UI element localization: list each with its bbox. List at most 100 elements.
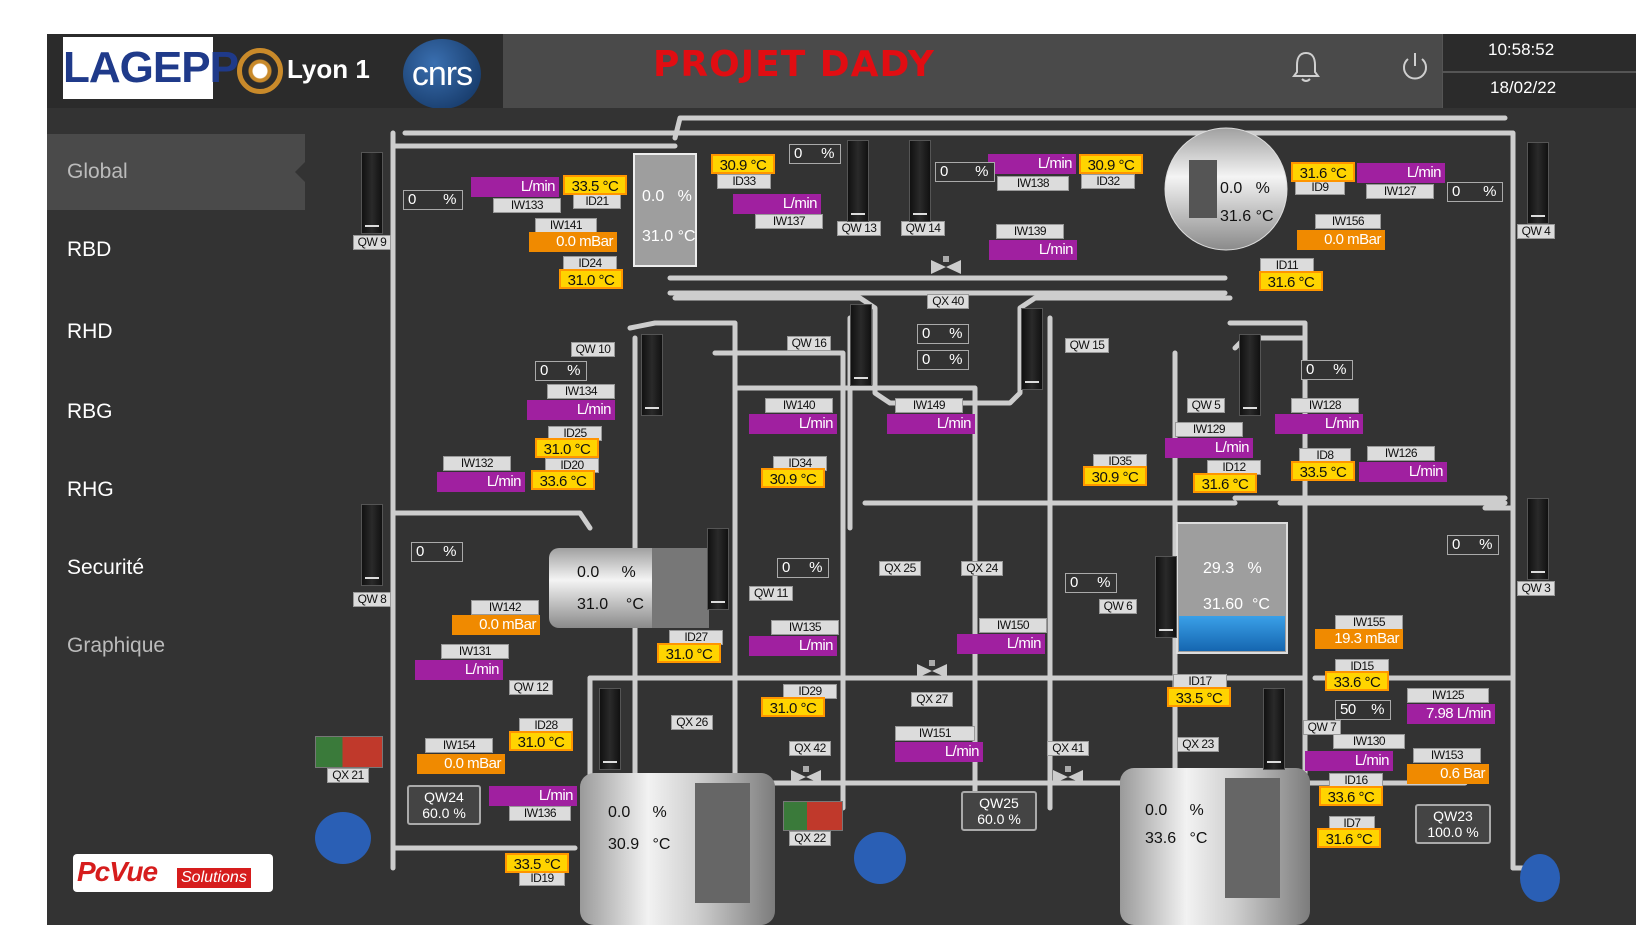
temp-value: 30.9 °C <box>1079 154 1143 174</box>
sidebar-item-rhd[interactable]: RHD <box>47 294 305 370</box>
valve-opening-readout: 0% <box>1301 360 1353 380</box>
flow-tag: IW135 <box>771 620 839 635</box>
flowmeter-gauge <box>361 152 383 234</box>
pressure-tag: IW142 <box>471 600 539 615</box>
valve-qx23-label: QX 23 <box>1177 737 1219 752</box>
valve-qx21-actuator-icon[interactable] <box>315 736 383 768</box>
temp-value: 33.5 °C <box>1167 687 1231 707</box>
pressure-tag: IW154 <box>425 738 493 753</box>
valve-qx22-label: QX 22 <box>789 831 831 846</box>
title-strip: PROJET DADY <box>503 34 1488 108</box>
flow-tag: IW137 <box>755 214 823 229</box>
scada-window: LAGEPP Lyon 1 cnrs PROJET DADY 10:58:52 … <box>47 34 1636 925</box>
sidebar-item-label: RHD <box>67 320 113 343</box>
flow-value: L/min <box>1275 414 1363 434</box>
meter-qw14: QW 14 <box>901 221 945 236</box>
flow-value: L/min <box>1165 438 1253 458</box>
temp-value: 33.5 °C <box>563 175 627 195</box>
temp-tag: ID33 <box>717 174 771 189</box>
valve-qx42-icon[interactable] <box>789 766 823 788</box>
meter-qw10: QW 10 <box>571 342 615 357</box>
sidebar-item-rhg[interactable]: RHG <box>47 452 305 528</box>
meter-qw7: QW 7 <box>1303 720 1341 735</box>
valve-qx41-label: QX 41 <box>1047 741 1089 756</box>
valve-qx24-label: QX 24 <box>961 561 1003 576</box>
flow-value: L/min <box>489 786 577 806</box>
flow-tag: IW150 <box>979 618 1047 633</box>
valve-qx22-actuator-icon[interactable] <box>783 801 843 831</box>
pump-graphics <box>315 812 1560 902</box>
valve-opening-readout: 0% <box>777 558 829 578</box>
flow-value: L/min <box>749 414 837 434</box>
tank-3-sight <box>652 548 709 628</box>
flow-value: L/min <box>749 636 837 656</box>
flowmeter-gauge <box>1527 498 1549 580</box>
flow-tag: IW134 <box>547 384 615 399</box>
pressure-value: 0.0 mBar <box>529 232 617 252</box>
flow-tag: IW129 <box>1175 422 1243 437</box>
tank-4-level <box>1179 616 1285 651</box>
temp-tag: ID20 <box>545 458 599 473</box>
flowmeter-gauge <box>850 304 872 386</box>
flowmeter-gauge <box>707 528 729 610</box>
temp-value: 33.6 °C <box>531 470 595 490</box>
temp-value: 31.0 °C <box>657 643 721 663</box>
flowmeter-gauge <box>361 504 383 586</box>
pump-right-icon <box>1520 854 1560 902</box>
lyon1-logo: Lyon 1 <box>237 38 377 100</box>
temp-value: 31.6 °C <box>1259 271 1323 291</box>
tank-1-level: 0.0 % <box>642 188 692 205</box>
flow-tag: IW138 <box>997 176 1069 191</box>
temp-value: 31.6 °C <box>1291 162 1355 182</box>
temp-value: 31.0 °C <box>559 269 623 289</box>
valve-qx41-icon[interactable] <box>1051 766 1085 788</box>
sidebar-item-graphique[interactable]: Graphique <box>47 608 305 684</box>
valve-qx25-label: QX 25 <box>879 561 921 576</box>
tank-2-temperature: 31.6 °C <box>1220 208 1274 225</box>
process-synoptic: 0.0 % 31.0 °C 0.0 % 31.6 °C 0.0 % 31.0 °… <box>305 108 1636 925</box>
sidebar-item-rbg[interactable]: RBG <box>47 374 305 450</box>
pump-left-icon <box>315 812 371 864</box>
temp-tag: ID34 <box>773 456 827 471</box>
meter-qw5: QW 5 <box>1187 398 1225 413</box>
tank-2-sight <box>1189 160 1217 218</box>
flow-value: L/min <box>437 472 525 492</box>
sidebar-item-securite[interactable]: Securité <box>47 530 305 606</box>
sidebar: Global RBD RHD RBG RHG Securité Graphiqu… <box>47 134 305 925</box>
tank-6-sight <box>1225 778 1280 898</box>
valve-qx27-icon[interactable] <box>915 660 949 682</box>
temp-value: 31.6 °C <box>1193 473 1257 493</box>
temp-tag: ID8 <box>1299 448 1351 463</box>
top-bar: LAGEPP Lyon 1 cnrs PROJET DADY 10:58:52 … <box>47 34 1636 109</box>
meter-qw16: QW 16 <box>787 336 831 351</box>
valve-opening-readout: 0% <box>1447 182 1503 202</box>
project-title: PROJET DADY <box>653 44 935 85</box>
flowmeter-gauge <box>1263 688 1285 770</box>
temp-value: 31.6 °C <box>1317 828 1381 848</box>
flowmeter-gauge <box>1021 308 1043 390</box>
power-icon[interactable] <box>1398 50 1432 84</box>
flow-value: L/min <box>1359 462 1447 482</box>
tank-4-temperature: 31.60 °C <box>1203 596 1270 613</box>
temp-value: 31.0 °C <box>535 438 599 458</box>
valve-opening-readout: 0% <box>917 324 969 344</box>
pressure-value: 0.6 Bar <box>1407 764 1489 784</box>
valve-opening-readout: 0% <box>917 350 969 370</box>
flow-value: L/min <box>957 634 1045 654</box>
valve-qx21-label: QX 21 <box>327 768 369 783</box>
tank-2-level: 0.0 % <box>1220 180 1270 197</box>
meter-qw9: QW 9 <box>353 235 391 250</box>
temp-value: 33.5 °C <box>505 853 569 873</box>
bell-icon[interactable] <box>1291 50 1321 84</box>
sidebar-item-global[interactable]: Global <box>47 134 305 210</box>
temp-value: 33.5 °C <box>1291 461 1355 481</box>
sidebar-item-rbd[interactable]: RBD <box>47 212 305 288</box>
temp-value: 31.0 °C <box>761 697 825 717</box>
flow-value: 7.98 L/min <box>1407 704 1495 724</box>
flowmeter-gauge <box>641 334 663 416</box>
valve-qx40-icon[interactable] <box>929 256 963 278</box>
sidebar-item-label: Graphique <box>67 634 166 657</box>
